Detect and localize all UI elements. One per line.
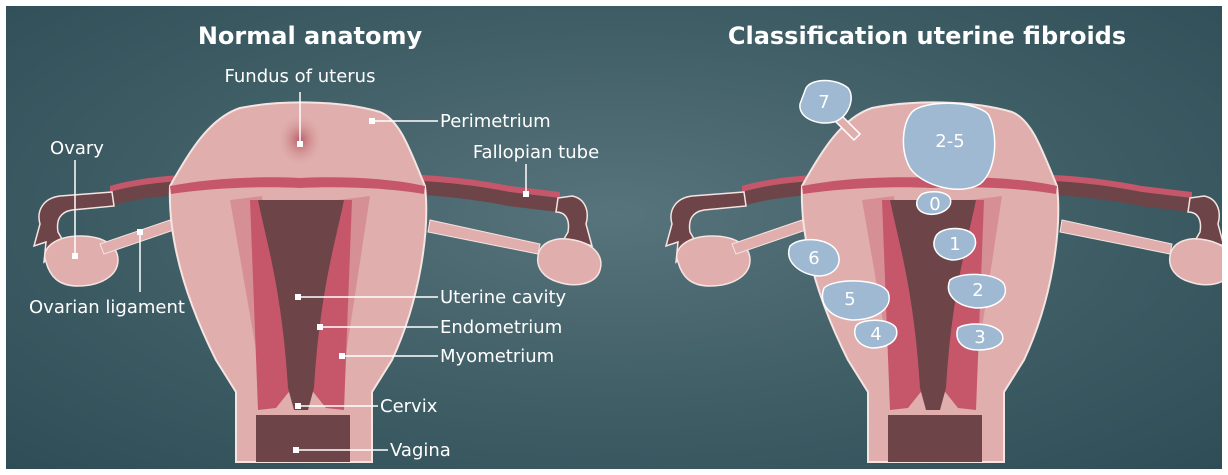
label-perimetrium: Perimetrium: [440, 111, 551, 132]
label-ovarian-ligament: Ovarian ligament: [29, 297, 185, 318]
fibroid-label-3: 3: [974, 327, 985, 348]
label-fallopian-tube: Fallopian tube: [473, 142, 599, 163]
right-title: Classification uterine fibroids: [728, 22, 1126, 50]
label-endometrium: Endometrium: [440, 317, 562, 338]
label-myometrium: Myometrium: [440, 346, 554, 367]
diagram-canvas: Normal anatomy Classification uterine fi…: [6, 6, 1222, 469]
fibroid-5: [822, 281, 889, 320]
label-fundus: Fundus of uterus: [225, 66, 376, 87]
label-vagina: Vagina: [390, 440, 451, 461]
fibroid-label-7: 7: [818, 92, 829, 113]
fibroid-label-5: 5: [844, 289, 855, 310]
label-ovary: Ovary: [50, 138, 104, 159]
label-uterine-cavity: Uterine cavity: [440, 287, 567, 308]
fibroid-label-0: 0: [929, 194, 940, 215]
diagram-panel: Normal anatomy Classification uterine fi…: [6, 6, 1222, 469]
fibroid-label-2: 2: [972, 280, 983, 301]
fibroid-label-1: 1: [949, 234, 960, 255]
fibroid-label-4: 4: [870, 324, 881, 345]
fibroid-label-2-5: 2-5: [935, 131, 964, 152]
fibroid-label-6: 6: [808, 248, 819, 269]
label-cervix: Cervix: [380, 396, 438, 417]
left-title: Normal anatomy: [198, 22, 423, 50]
